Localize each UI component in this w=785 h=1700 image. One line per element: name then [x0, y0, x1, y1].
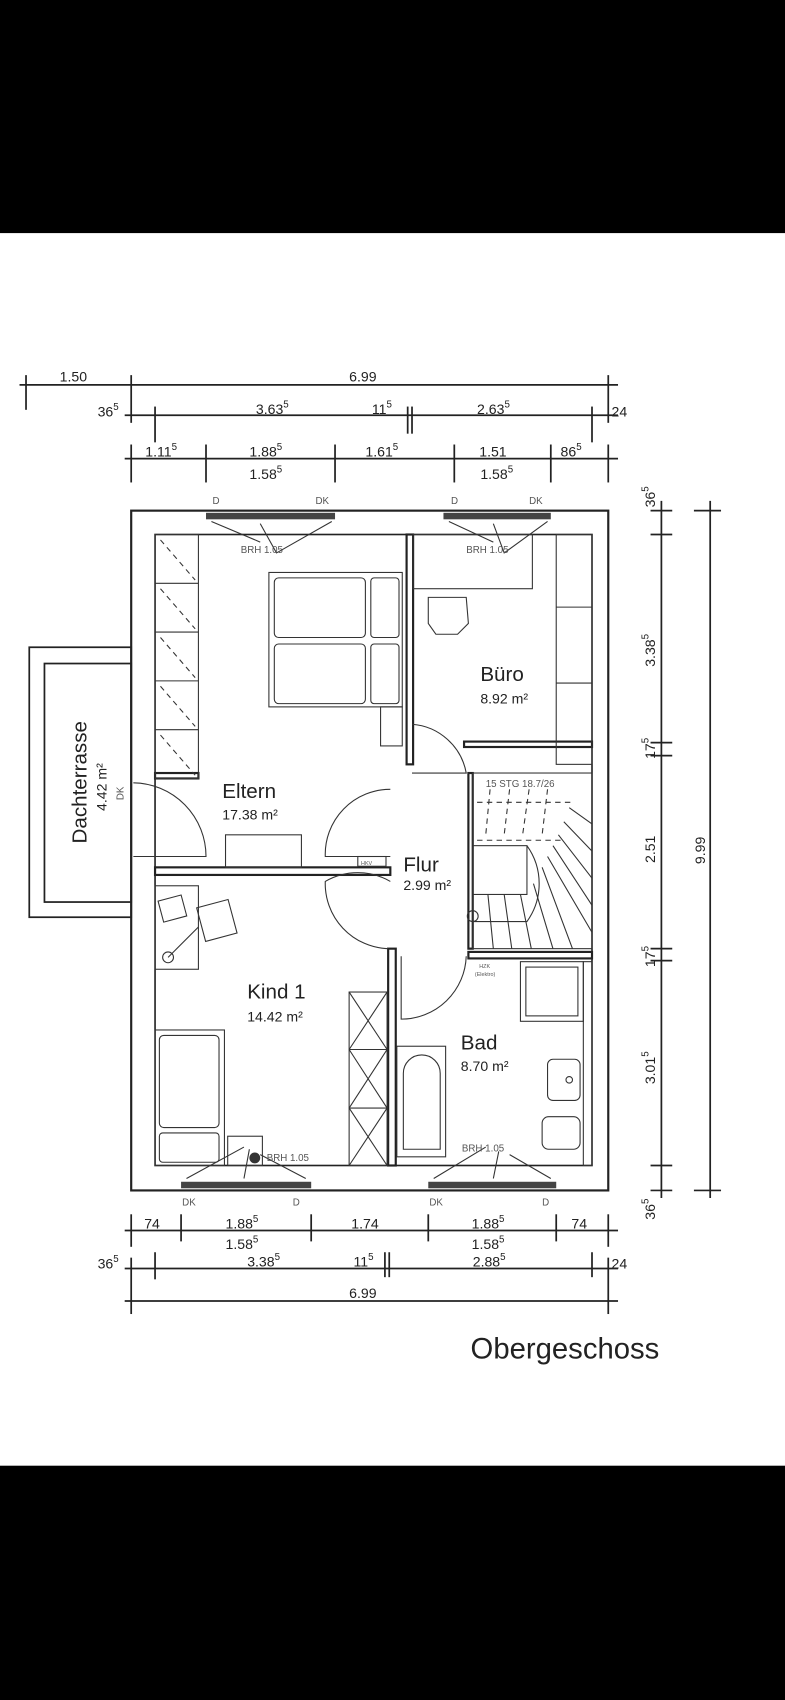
dimension-lines-top	[19, 375, 619, 483]
bathroom-fixtures	[396, 961, 593, 1167]
room-name-buero: Büro	[480, 663, 524, 686]
dim-label: 6.99	[349, 369, 377, 385]
window-label: D	[293, 1198, 300, 1209]
room-name-bad: Bad	[461, 1031, 498, 1054]
floor-title: Obergeschoss	[471, 1333, 660, 1365]
dim-label: 24	[612, 403, 628, 419]
window-eltern	[206, 512, 336, 554]
window-label: DK	[529, 496, 543, 507]
dim-label: 24	[612, 1255, 628, 1271]
room-area-bad: 8.70 m²	[461, 1058, 509, 1074]
dim-label: 365	[640, 486, 658, 508]
window-buero	[443, 512, 551, 554]
brh-label: BRH 1.05	[466, 545, 509, 556]
dim-label: 865	[561, 442, 583, 460]
stairs-label: 15 STG 18.7/26	[486, 779, 555, 790]
room-name-dachterrasse: Dachterrasse	[69, 721, 92, 843]
window-label: DK	[316, 496, 330, 507]
hkv-label: HKV	[361, 861, 373, 867]
dim-label: 115	[372, 400, 393, 418]
dim-label: 9.99	[692, 837, 708, 865]
room-area-eltern: 17.38 m²	[222, 807, 278, 823]
dim-label: 175	[640, 737, 658, 759]
room-name-kind1: Kind 1	[247, 981, 305, 1004]
hzk-sublabel: (Elektro)	[475, 972, 496, 978]
brh-label: BRH 1.05	[267, 1153, 310, 1164]
dim-label: 365	[640, 1198, 658, 1220]
double-bed	[268, 571, 403, 747]
room-name-eltern: Eltern	[222, 780, 276, 803]
letterbox-top	[0, 0, 785, 234]
room-area-flur: 2.99 m²	[403, 877, 451, 893]
dim-label: 3.015	[640, 1051, 658, 1084]
wardrobe-kind	[348, 991, 388, 1167]
plan-sheet	[0, 233, 785, 1466]
window-label: D	[542, 1198, 549, 1209]
window-kind	[181, 1146, 312, 1189]
brh-label: BRH 1.05	[462, 1143, 505, 1154]
wardrobe-eltern	[154, 533, 199, 779]
dimension-lines-right	[650, 500, 722, 1199]
dim-label: 3.635	[256, 400, 289, 418]
window-label: DK	[182, 1198, 196, 1209]
dim-label: 1.615	[365, 442, 398, 460]
dim-label: 1.585	[226, 1234, 259, 1252]
nightstand	[227, 1135, 263, 1167]
room-area-dachterrasse: 4.42 m²	[93, 763, 109, 811]
single-bed	[154, 1029, 225, 1167]
brh-label: BRH 1.05	[241, 545, 284, 556]
dim-label: 1.585	[480, 465, 513, 483]
dim-label: 1.585	[472, 1234, 505, 1252]
staircase	[466, 772, 593, 950]
dim-label: 1.885	[472, 1214, 505, 1232]
radiator-eltern	[224, 834, 302, 868]
desk-kind	[154, 885, 238, 970]
dim-label: 2.885	[473, 1252, 506, 1270]
dim-label: 2.635	[477, 400, 510, 418]
window-label: DK	[429, 1198, 443, 1209]
dim-label: 3.385	[640, 633, 658, 666]
room-area-buero: 8.92 m²	[480, 691, 528, 707]
dim-label: 1.885	[226, 1214, 259, 1232]
dim-label: 6.99	[349, 1285, 377, 1301]
dim-label: 1.115	[145, 442, 177, 460]
dim-label: 3.385	[247, 1252, 280, 1270]
window-bad	[428, 1146, 557, 1189]
dim-label: 2.51	[642, 835, 658, 863]
window-label: D	[451, 496, 458, 507]
lamp-icon	[249, 1152, 261, 1164]
dim-label: 1.51	[479, 443, 507, 459]
dim-label: 365	[98, 1254, 120, 1272]
dim-label: 1.585	[249, 465, 282, 483]
dim-label: 1.50	[60, 369, 88, 385]
interior-walls	[153, 533, 594, 1167]
dim-label: 175	[640, 945, 658, 967]
desk-buero	[412, 533, 593, 765]
window-label: D	[213, 496, 220, 507]
hkv-box	[357, 855, 387, 867]
doors	[133, 723, 467, 1020]
room-name-flur: Flur	[403, 854, 439, 877]
terrace-door-label: DK	[116, 786, 127, 800]
room-area-kind1: 14.42 m²	[247, 1008, 303, 1024]
letterbox-bottom	[0, 1465, 785, 1700]
roof-terrace	[28, 646, 133, 919]
dim-label: 365	[98, 402, 120, 420]
hzk-label: HZK	[479, 964, 490, 970]
dimension-lines-bottom	[124, 1214, 619, 1315]
dim-label: 115	[353, 1252, 374, 1270]
dim-label: 74	[144, 1215, 160, 1231]
dim-label: 1.885	[249, 442, 282, 460]
dim-label: 74	[571, 1215, 587, 1231]
dim-label: 1.74	[351, 1215, 379, 1231]
